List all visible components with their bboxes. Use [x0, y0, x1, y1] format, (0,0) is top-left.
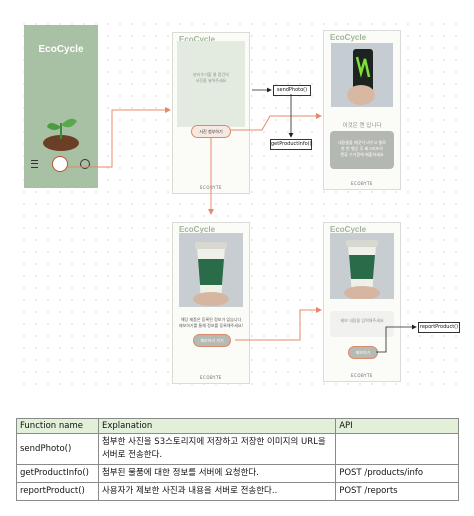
cell-api: POST /reports [335, 482, 459, 501]
splash-title: EcoCycle [38, 44, 84, 55]
attach-hint: 분리수거할 물 품건의 사진을 넣어주세요 [193, 72, 229, 83]
arrow-report-to-report-product [376, 324, 417, 353]
attached-photo [179, 233, 243, 307]
cell-explanation: 사용자가 제보한 사진과 내용을 서버로 전송한다.. [97, 482, 337, 501]
screen-splash: EcoCycle [24, 25, 98, 188]
attached-photo [331, 43, 393, 107]
camera-button[interactable] [52, 156, 68, 172]
cup-photo-icon [330, 233, 394, 299]
screen-no-info: EcoCycle 해당 제품은 등록된 정보가 없습니다 제보하기를 통해 정보… [172, 222, 250, 384]
header-api: API [335, 418, 459, 434]
can-photo-icon [331, 43, 393, 107]
screen-footer: ECOBYTE [351, 181, 373, 186]
fn-get-product-info: getProductInfo() [270, 139, 312, 150]
arrow-no-info-to-report [235, 307, 322, 341]
sprout-logo-icon [43, 118, 79, 151]
photo-placeholder[interactable]: 분리수거할 물 품건의 사진을 넣어주세요 [177, 41, 245, 127]
submit-report-button[interactable]: 제보하기 [348, 346, 378, 359]
app-brand: EcoCycle [179, 225, 216, 234]
menu-icon[interactable] [31, 160, 38, 168]
app-brand: EcoCycle [330, 33, 367, 42]
function-table: Function name Explanation API sendPhoto(… [16, 418, 459, 501]
table-row: reportProduct() 사용자가 제보한 사진과 내용을 서버로 전송한… [16, 482, 459, 501]
screen-report: EcoCycle 제보 내용을 입력해주세요 제보하기 ECOBYTE [323, 222, 401, 382]
fn-report-product: reportProduct() [418, 322, 460, 333]
recycle-icon[interactable] [80, 159, 90, 169]
cell-api [335, 433, 459, 465]
result-card: 내용물을 깨끗이 비우고 물로 한 번 헹군 후 찌그러뜨려 캔류 수거함에 배… [330, 131, 394, 169]
screen-footer: ECOBYTE [200, 375, 222, 380]
arrow-splash-to-attach [68, 107, 171, 168]
no-info-description: 해당 제품은 등록된 정보가 없습니다 제보하기를 통해 정보를 등록해주세요! [178, 317, 244, 328]
header-explanation: Explanation [97, 418, 337, 434]
report-input-placeholder: 제보 내용을 입력해주세요 [340, 318, 384, 323]
cell-explanation: 첨부된 물품에 대한 정보를 서버에 요청한다. [97, 464, 337, 483]
attach-photo-button[interactable]: 사진 첨부하기 [191, 125, 231, 138]
cell-function-name: getProductInfo() [16, 464, 99, 483]
result-label: 이것은 캔 입니다 [342, 123, 382, 129]
app-brand: EcoCycle [330, 225, 367, 234]
report-input[interactable]: 제보 내용을 입력해주세요 [330, 311, 394, 337]
go-report-button[interactable]: 제보하러 가기 [193, 334, 231, 347]
flow-arrows [68, 87, 417, 353]
cup-photo-icon [179, 233, 243, 307]
table-row: sendPhoto() 첨부한 사진을 S3스토리지에 저장하고 저장한 이미지… [16, 433, 459, 465]
attached-photo [330, 233, 394, 299]
flow-diagram: EcoCycle EcoCycle 분리수거할 물 품건의 사진을 넣어주세요 … [18, 18, 460, 388]
screen-footer: ECOBYTE [351, 373, 373, 378]
table-header-row: Function name Explanation API [16, 418, 459, 434]
cell-function-name: reportProduct() [16, 482, 99, 501]
app-brand: EcoCycle [179, 35, 216, 44]
header-function-name: Function name [16, 418, 99, 434]
cell-function-name: sendPhoto() [16, 433, 99, 465]
screen-result: EcoCycle 이것은 캔 입니다 내용물을 깨끗이 비우고 물로 한 번 헹… [323, 30, 401, 190]
arrow-attach-to-result [230, 113, 322, 131]
fn-send-photo: sendPhoto() [273, 85, 311, 96]
cell-explanation: 첨부한 사진을 S3스토리지에 저장하고 저장한 이미지의 URL을 서버로 전… [97, 433, 337, 465]
table-row: getProductInfo() 첨부된 물품에 대한 정보를 서버에 요청한다… [16, 464, 459, 483]
cell-api: POST /products/info [335, 464, 459, 483]
result-description: 내용물을 깨끗이 비우고 물로 한 번 헹군 후 찌그러뜨려 캔류 수거함에 배… [338, 140, 386, 157]
